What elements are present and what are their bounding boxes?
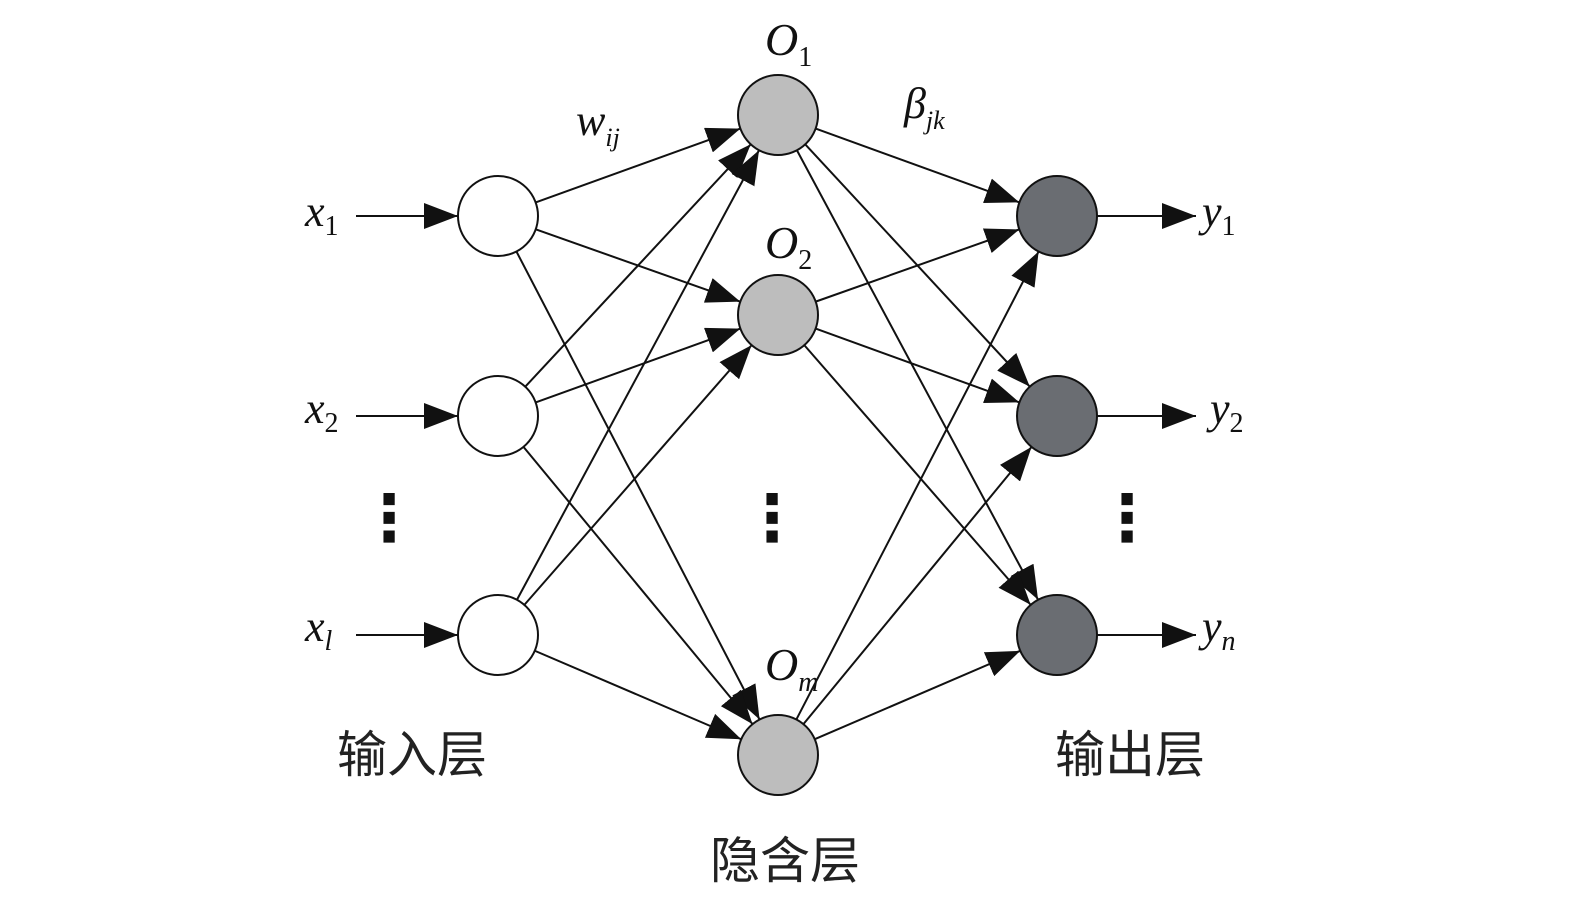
input-label-x1: x1 (304, 187, 339, 242)
edge-hidden1-output1 (815, 127, 1020, 204)
input-label-x2: x2 (304, 384, 339, 439)
edge-hidden3-output1 (795, 251, 1040, 720)
weight-label-wij: wij (576, 96, 620, 152)
output-label-y2: y2 (1206, 384, 1244, 439)
input-layer-title: 输入层 (337, 726, 487, 784)
output-label-y1: y1 (1198, 187, 1236, 242)
hidden-label-om: Om (765, 639, 818, 698)
input-label-xl: xl (304, 602, 333, 657)
edge-input2-hidden1 (524, 143, 752, 388)
edge-input3-hidden1 (516, 149, 760, 601)
hidden-label-o1: O1 (765, 14, 812, 73)
hidden-node-2 (737, 274, 819, 356)
hidden-layer-title: 隐含层 (710, 832, 860, 890)
edge-input3-hidden2 (523, 344, 753, 606)
input-node-2 (457, 375, 539, 457)
hidden-node-1 (737, 74, 819, 156)
edge-input1-hidden3 (515, 251, 761, 720)
edge-input3-hidden3 (534, 649, 742, 741)
hidden-node-3 (737, 714, 819, 796)
nodes-layer (457, 74, 1098, 796)
edge-input1-hidden1 (535, 127, 741, 204)
output-ellipsis: ⋮ (1095, 482, 1159, 556)
weight-label-beta-jk: βjk (903, 79, 945, 135)
edge-hidden3-output3 (814, 649, 1021, 741)
edge-input2-hidden2 (535, 327, 741, 404)
input-ellipsis: ⋮ (357, 482, 421, 556)
hidden-ellipsis: ⋮ (740, 482, 804, 556)
output-layer-title: 输出层 (1055, 726, 1205, 784)
edge-hidden1-output3 (796, 149, 1039, 601)
edge-hidden3-output2 (802, 446, 1033, 725)
output-node-1 (1016, 175, 1098, 257)
input-node-3 (457, 594, 539, 676)
edge-hidden2-output3 (803, 344, 1032, 606)
edge-hidden2-output1 (815, 228, 1020, 303)
output-node-2 (1016, 375, 1098, 457)
hidden-label-o2: O2 (765, 217, 812, 276)
output-label-yn: yn (1198, 602, 1236, 657)
edge-hidden2-output2 (815, 327, 1020, 404)
input-node-1 (457, 175, 539, 257)
output-node-3 (1016, 594, 1098, 676)
edge-input2-hidden3 (522, 446, 754, 725)
connections-layer (356, 127, 1196, 741)
